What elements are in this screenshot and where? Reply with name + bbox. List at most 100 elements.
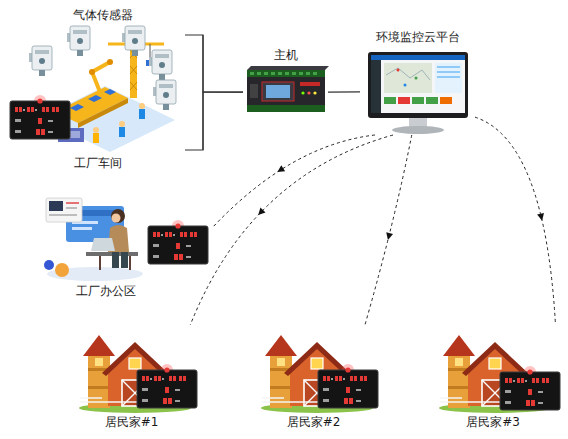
- illustration-part: [262, 82, 294, 101]
- illustration-part: [299, 72, 303, 75]
- illustration-part: [250, 72, 254, 75]
- illustration-part: [88, 95, 102, 102]
- illustration-part: [70, 104, 84, 111]
- dashed-connector: [365, 135, 412, 325]
- illustration-part: [313, 72, 317, 75]
- illustration-group: 居民家#2: [260, 325, 382, 429]
- illustration-part: [301, 91, 304, 94]
- factory-illustration: [10, 26, 176, 152]
- illustration-part: [49, 201, 63, 211]
- node-label: 工厂车间: [74, 156, 122, 170]
- illustration-part: [368, 52, 468, 118]
- homes-illustration: [79, 335, 560, 413]
- illustration-part: [371, 60, 381, 113]
- illustration-part: [313, 91, 316, 94]
- illustration-part: [300, 82, 320, 86]
- illustration-group: 居民家#3: [438, 325, 563, 429]
- illustration-group: 居民家#1: [78, 325, 200, 429]
- illustration-part: [139, 109, 145, 119]
- illustration-part: [278, 72, 282, 75]
- illustration-part: [250, 72, 317, 75]
- arrow-head: [277, 165, 285, 172]
- illustration-part: [202, 35, 203, 150]
- arrow-head: [258, 208, 265, 215]
- illustration-part: [500, 366, 560, 410]
- monitor: [368, 52, 468, 134]
- node-label: 环境监控云平台: [376, 30, 460, 44]
- illustration-part: [122, 26, 145, 56]
- illustration-part: [247, 105, 325, 112]
- illustration-part: [404, 84, 407, 87]
- illustration-part: [437, 76, 460, 78]
- illustration-group: 气体传感器: [20, 8, 185, 78]
- illustration-group: 工厂车间: [10, 95, 185, 170]
- illustration-part: [93, 133, 99, 143]
- illustration-part: [392, 126, 444, 134]
- illustration-part: [91, 238, 115, 251]
- illustration-part: [46, 198, 82, 222]
- illustration-part: [66, 202, 79, 204]
- illustration-part: [250, 84, 258, 98]
- illustration-part: [398, 97, 410, 104]
- illustration-part: [371, 55, 465, 113]
- illustration-part: [384, 97, 396, 104]
- illustration-part: [266, 85, 290, 98]
- illustration-part: [89, 69, 95, 75]
- illustration-part: [285, 72, 289, 75]
- dashed-connector: [475, 117, 556, 325]
- illustration-part: [257, 72, 261, 75]
- node-label: 居民家#2: [287, 415, 341, 429]
- illustration-part: [264, 72, 268, 75]
- illustration-group: 环境监控云平台: [360, 30, 475, 135]
- illustration-part: [247, 66, 329, 70]
- bracket: [203, 35, 204, 150]
- illustration-part: [306, 72, 310, 75]
- illustration-part: [415, 77, 418, 80]
- illustration-part: [247, 70, 325, 77]
- illustration-part: [435, 63, 462, 93]
- illustration-part: [149, 50, 172, 80]
- illustration-part: [78, 98, 128, 128]
- illustration-part: [112, 252, 119, 268]
- illustration-part: [437, 66, 460, 68]
- illustration-part: [153, 80, 176, 110]
- illustration-part: [72, 227, 92, 230]
- illustration-part: [426, 97, 438, 104]
- illustration-part: [111, 209, 125, 223]
- arrow-head: [537, 213, 544, 221]
- office-illustration: [44, 198, 208, 281]
- illustration-part: [397, 69, 400, 72]
- illustration-part: [66, 207, 77, 209]
- dashed-connector: [212, 135, 375, 228]
- illustration-part: [384, 63, 432, 93]
- host-device: [247, 66, 329, 112]
- illustration-part: [107, 59, 113, 65]
- illustration-part: [119, 127, 125, 137]
- node-label: 气体传感器: [73, 8, 133, 22]
- node-label: 工厂办公区: [76, 284, 136, 298]
- illustration-part: [137, 364, 197, 408]
- illustration-part: [104, 89, 116, 95]
- illustration-part: [412, 97, 424, 104]
- illustration-group: 工厂办公区: [30, 190, 212, 298]
- dashed-connector: [190, 135, 393, 325]
- connector-line: [185, 92, 243, 150]
- illustration-part: [93, 127, 99, 133]
- illustration-part: [292, 72, 296, 75]
- illustration-part: [318, 364, 378, 408]
- illustration-part: [10, 95, 70, 139]
- illustration-part: [92, 62, 110, 92]
- illustration-part: [121, 252, 128, 268]
- illustration-part: [271, 72, 275, 75]
- illustration-part: [148, 220, 208, 264]
- illustration-group: 主机: [243, 48, 328, 118]
- arrow-head: [386, 232, 393, 240]
- illustration-part: [49, 214, 77, 216]
- illustration-part: [371, 55, 465, 60]
- illustration-part: [386, 68, 430, 80]
- illustration-part: [119, 121, 125, 127]
- illustration-part: [112, 214, 121, 223]
- node-label: 主机: [274, 48, 298, 62]
